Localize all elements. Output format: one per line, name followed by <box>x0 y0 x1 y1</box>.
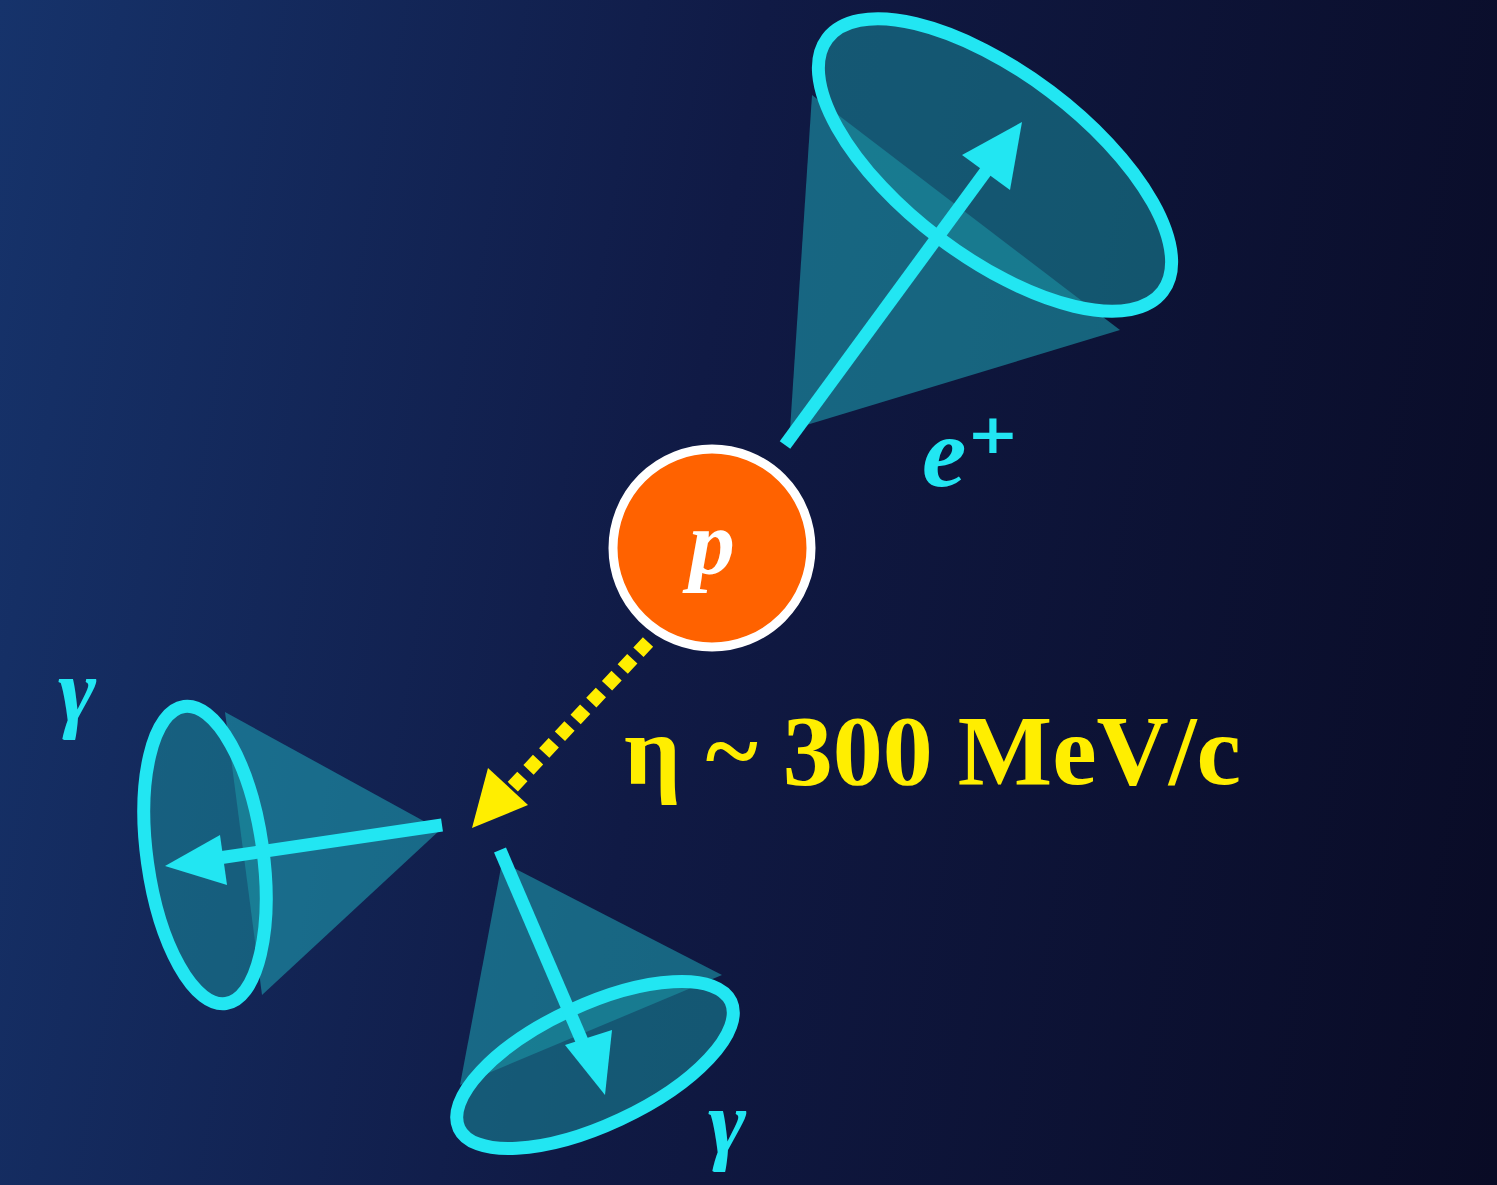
particle-label: p <box>689 493 735 594</box>
photon-cone-right <box>434 850 757 1183</box>
positron-cone <box>772 0 1218 445</box>
photon-cone-left <box>127 698 442 1011</box>
particle-label: γ <box>708 1072 746 1173</box>
eta-arrow <box>472 642 648 828</box>
momentum-label: η ~ 300 MeV/c <box>624 696 1241 806</box>
particle-label: e⁺ <box>922 398 1019 508</box>
particle-label: γ <box>58 640 96 741</box>
proton-circle: p <box>608 444 816 652</box>
